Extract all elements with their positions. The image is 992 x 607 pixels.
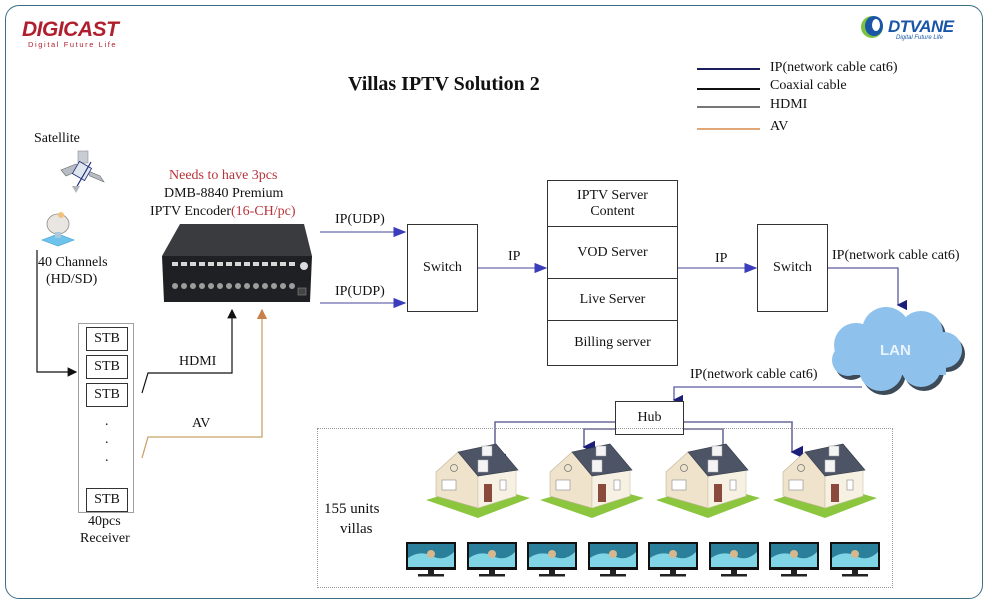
switch-1: Switch: [407, 224, 478, 312]
tv-screen-icon: [527, 542, 577, 583]
server-label-line2: Content: [590, 203, 635, 219]
encoder-model: DMB-8840 Premium: [164, 186, 284, 201]
satellite-icon: [60, 150, 105, 193]
encoder-type-prefix: IPTV Encoder: [150, 204, 231, 219]
tv-screen-icon: [406, 542, 456, 583]
villa-house-icon: [765, 440, 885, 525]
tv-screen-icon: [587, 542, 638, 583]
udp-label-1: IP(UDP): [335, 212, 385, 227]
stb-box: STB: [86, 355, 128, 379]
tv-screen-icon: [829, 542, 880, 583]
diagram-title: Villas IPTV Solution 2: [348, 73, 540, 95]
cat6-label-hub: IP(network cable cat6): [690, 367, 818, 382]
hub-line-house-4: [684, 421, 804, 459]
udp-label-2: IP(UDP): [335, 284, 385, 299]
dtvane-logo: DTVANE Digital Future Life: [858, 14, 954, 41]
iptv-encoder-device-icon: [162, 224, 312, 302]
legend-label-av: AV: [770, 119, 789, 134]
digicast-logo: DIGICAST Digital Future Life: [22, 18, 119, 49]
encoder-note: Needs to have 3pcs: [169, 168, 278, 183]
channels-label: 40 Channels: [38, 255, 108, 270]
switch-2: Switch: [757, 224, 828, 312]
av-label: AV: [192, 416, 211, 431]
digicast-logo-tagline: Digital Future Life: [28, 40, 118, 49]
legend-label-coaxial: Coaxial cable: [770, 78, 847, 93]
legend-swatch-av: [697, 128, 760, 130]
dtvane-logo-name: DTVANE: [888, 17, 954, 36]
lan-cloud-icon: [832, 307, 965, 395]
villa-area: [317, 428, 893, 588]
ellipsis-dot: .: [105, 450, 109, 465]
dtvane-logo-tagline: Digital Future Life: [896, 35, 944, 41]
encoder-type-suffix: (16-CH/pc): [231, 204, 296, 219]
hub-line-house-2: [582, 428, 615, 454]
digicast-logo-name: DIGICAST: [22, 18, 119, 41]
stb-box: STB: [86, 488, 128, 512]
tv-screen-icon: [769, 542, 819, 583]
legend-swatch-hdmi: [697, 106, 760, 108]
iptv-server-content: IPTV Server Content: [547, 180, 678, 227]
stb-box: STB: [86, 327, 128, 351]
villa-name-label: villas: [340, 521, 373, 537]
ip-label-2: IP: [715, 251, 728, 266]
villa-house-icon: [648, 440, 768, 525]
hdmi-line: [141, 308, 237, 394]
legend-label-ip: IP(network cable cat6): [770, 60, 898, 75]
tv-screen-icon: [466, 542, 517, 583]
receiver-column: STB STB STB . . . STB: [78, 323, 134, 513]
live-server: Live Server: [547, 278, 678, 321]
dtvane-globe-icon: [861, 16, 883, 38]
channels-format-label: (HD/SD): [46, 272, 98, 287]
cat6-label-lan: IP(network cable cat6): [832, 248, 960, 263]
av-line: [141, 308, 268, 459]
hdmi-label: HDMI: [179, 354, 217, 369]
receiver-name-label: Receiver: [80, 531, 130, 546]
legend-swatch-ip: [697, 68, 760, 70]
legend-swatch-coaxial: [697, 88, 760, 90]
tv-screen-icon: [648, 542, 698, 583]
lan-label: LAN: [880, 342, 911, 359]
villa-house-icon: [418, 440, 538, 525]
hub: Hub: [615, 401, 684, 435]
satellite-label: Satellite: [34, 131, 80, 146]
villa-count-label: 155 units: [324, 501, 380, 517]
ellipsis-dot: .: [105, 414, 109, 429]
coax-line: [36, 250, 78, 377]
receiver-count-label: 40pcs: [88, 514, 121, 529]
stb-box: STB: [86, 383, 128, 407]
server-label: IPTV Server: [577, 187, 648, 203]
cat6-line-to-hub: [672, 386, 862, 406]
ellipsis-dot: .: [105, 432, 109, 447]
tv-screen-icon: [708, 542, 759, 583]
satellite-dish-icon: [41, 212, 75, 247]
cat6-line-to-lan: [827, 267, 908, 311]
encoder-type: IPTV Encoder(16-CH/pc): [150, 204, 296, 220]
ip-label-1: IP: [508, 249, 521, 264]
vod-server: VOD Server: [547, 226, 678, 279]
billing-server: Billing server: [547, 320, 678, 366]
diagram-frame: [5, 5, 983, 599]
legend-label-hdmi: HDMI: [770, 97, 808, 112]
villa-house-icon: [532, 440, 652, 525]
